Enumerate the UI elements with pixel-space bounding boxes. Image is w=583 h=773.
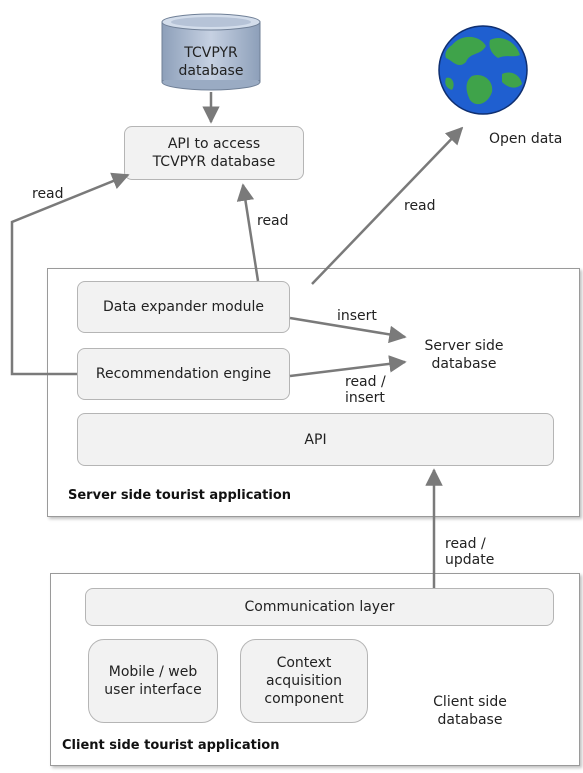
api-access-box: API to access TCVPYR database <box>124 126 304 180</box>
api-label: API <box>304 431 327 448</box>
context-line3: component <box>264 691 344 707</box>
server-application-title: Server side tourist application <box>68 488 292 503</box>
tcvpyr-database-cylinder <box>161 13 261 91</box>
read-open-data-label: read <box>404 198 436 214</box>
context-line2: acquisition <box>266 673 342 689</box>
mobile-web-ui-box: Mobile / web user interface <box>88 639 218 723</box>
context-line1: Context <box>276 655 332 671</box>
recommendation-engine-box: Recommendation engine <box>77 348 290 400</box>
insert-label: insert <box>337 308 377 324</box>
mobile-line2: user interface <box>104 682 202 698</box>
api-access-line1: API to access <box>167 136 261 152</box>
context-acquisition-box: Context acquisition component <box>240 639 368 723</box>
client-database-label: Client side database <box>433 694 507 728</box>
open-data-label: Open data <box>489 131 563 147</box>
arrow-expander-to-server-db <box>289 316 407 344</box>
arrow-recommendation-to-server-db <box>289 355 407 378</box>
read-update-label: read / update <box>445 536 495 568</box>
arrow-server-to-api-access <box>236 183 260 282</box>
read-insert-label: read / insert <box>345 374 386 406</box>
recommendation-engine-label: Recommendation engine <box>95 366 272 382</box>
mobile-line1: Mobile / web <box>108 664 198 680</box>
tcvpyr-database-label: TCVPYR database <box>178 45 244 79</box>
read-left-label: read <box>32 186 64 202</box>
client-application-title: Client side tourist application <box>62 738 280 753</box>
globe-icon <box>438 25 528 115</box>
server-database-label: Server side database <box>424 338 504 372</box>
communication-layer-box: Communication layer <box>85 588 554 626</box>
read-middle-label: read <box>257 213 289 229</box>
communication-layer-label: Communication layer <box>244 599 395 615</box>
data-expander-box: Data expander module <box>77 281 290 333</box>
arrow-recommendation-to-api-access <box>10 172 130 376</box>
arrow-server-to-open-data <box>311 126 464 285</box>
data-expander-label: Data expander module <box>102 299 265 315</box>
api-access-line2: TCVPYR database <box>152 154 276 170</box>
api-box: API <box>77 413 554 466</box>
